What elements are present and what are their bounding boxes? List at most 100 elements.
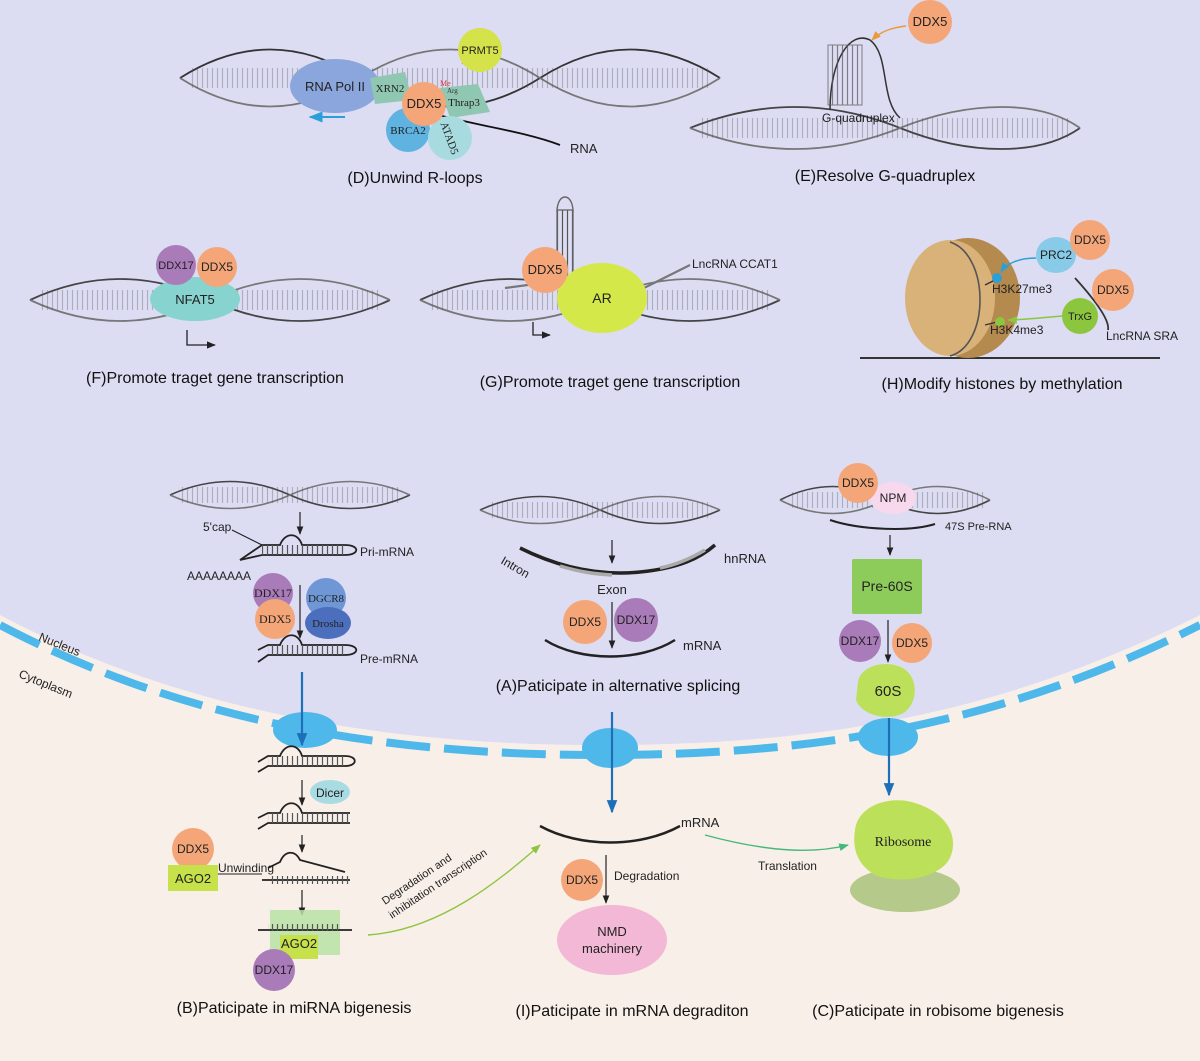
nuclear-pore [273, 712, 337, 748]
thrap3-label: Thrap3 [448, 97, 480, 109]
panel-a-caption: (A)Paticipate in alternative splicing [496, 678, 741, 695]
unwinding-base-pairs [270, 876, 350, 884]
translation-arrow [704, 834, 849, 852]
pri-mrna-loop [344, 544, 358, 556]
ribosome-small-subunit [850, 868, 960, 912]
ddx5-bubble [172, 828, 214, 870]
nfat5-label: NFAT5 [175, 292, 215, 307]
mrna-label: mRNA [683, 638, 722, 653]
methyl-label: Me [440, 79, 451, 88]
ago2-box [168, 865, 218, 891]
ddx17-bubble [253, 949, 295, 991]
panel-b: 5'cap Pri-mRNA AAAAAAAA DDX17 DGCR8 DDX5… [168, 480, 541, 1017]
ddx5-bubble [838, 463, 878, 503]
ddx5-label: DDX5 [842, 476, 874, 490]
ddx5-bubble [561, 859, 603, 901]
tss-arrow [186, 330, 216, 349]
panel-a: Intron hnRNA Exon DDX5 DDX17 mRNA (A)Pat… [479, 495, 766, 814]
hnrna-intron [559, 564, 613, 577]
xrn2-shape [370, 72, 412, 104]
dna-base-pairs [700, 118, 1070, 138]
pre-mirna-loop [344, 755, 356, 767]
ddx5-label: DDX5 [913, 14, 948, 29]
nucleus-background [0, 0, 1200, 745]
brca2-label: BRCA2 [390, 125, 425, 137]
nmd-machinery [557, 905, 667, 975]
hnrna [519, 543, 717, 575]
mrna [539, 824, 681, 844]
mirna-duplex-base-pairs [268, 813, 350, 823]
ddx17-bubble [839, 620, 881, 662]
panel-d-caption: (D)Unwind R-loops [347, 170, 482, 187]
ddx5-label: DDX5 [1074, 233, 1106, 247]
ddx5-label: DDX5 [896, 636, 928, 650]
h3k4-tail [984, 321, 998, 326]
tss-arrow [532, 322, 551, 339]
ribosome-large-subunit [854, 800, 954, 880]
ddx5-bubble [255, 599, 295, 639]
panel-c-caption: (C)Paticipate in robisome bigenesis [812, 1003, 1064, 1020]
pre-mrna-hairpin [257, 634, 345, 651]
panel-b-caption: (B)Paticipate in miRNA bigenesis [177, 1000, 412, 1017]
lncrna-sra [1074, 277, 1109, 331]
dgcr8-label: DGCR8 [308, 593, 345, 605]
drosha-label: Drosha [312, 618, 344, 630]
thrap3-shape [440, 84, 490, 118]
ddx5-label: DDX5 [528, 262, 563, 277]
nmd-label: NMD [597, 924, 627, 939]
mirna-duplex [257, 802, 350, 819]
ddx17-label: DDX17 [841, 634, 880, 648]
mrna-label: mRNA [681, 815, 720, 830]
dna-strand [179, 48, 721, 108]
panel-i-caption: (I)Paticipate in mRNA degraditon [516, 1003, 749, 1020]
trxg-label: TrxG [1068, 311, 1092, 323]
ddx5-label: DDX5 [1097, 283, 1129, 297]
xrn2-label: XRN2 [376, 83, 405, 95]
panel-e-caption: (E)Resolve G-quadruplex [795, 168, 976, 185]
ddx5-bubble [522, 247, 568, 293]
panel-d: RNA Pol II XRN2 PRMT5 Thrap3 BRCA2 ATAD5… [179, 28, 721, 187]
panel-e: DDX5 G-quadruplex (E)Resolve G-quadruple… [689, 0, 1081, 185]
unwinding-strand [267, 851, 346, 873]
g-quadruplex-stack [827, 44, 863, 106]
pri-mrna-hairpin [239, 534, 345, 561]
ddx17-label: DDX17 [158, 260, 193, 272]
dicer-label: Dicer [316, 786, 344, 800]
ddx17-bubble [614, 598, 658, 642]
dicer-bubble [310, 780, 350, 804]
cap-pointer [231, 529, 263, 546]
h3k4me3-label: H3K4me3 [990, 323, 1044, 337]
ddx5-label: DDX5 [566, 873, 598, 887]
nfat5-bubble [150, 277, 240, 321]
prmt5-label: PRMT5 [461, 45, 498, 57]
ddx5-bubble [1070, 220, 1110, 260]
ddx17-label: DDX17 [255, 963, 294, 977]
rna-label: RNA [570, 141, 598, 156]
dna-base-pairs [178, 487, 402, 503]
60s-label: 60S [875, 683, 902, 700]
panel-c: NPM DDX5 47S Pre-RNA Pre-60S DDX17 DDX5 … [779, 463, 1064, 1020]
trxg-bubble [1062, 298, 1098, 334]
ago2-label: AGO2 [281, 936, 317, 951]
prc2-arrow [1000, 257, 1037, 273]
panel-i: mRNA DDX5 Degradation NMD machinery Tran… [516, 815, 849, 1020]
trxg-arrow [1007, 315, 1063, 324]
ddx5-arrow [871, 25, 907, 41]
5cap-label: 5'cap [203, 520, 232, 534]
mrna [544, 638, 676, 658]
panel-f-caption: (F)Promote traget gene transcription [86, 370, 344, 387]
nucleosome-wrap [949, 241, 981, 357]
atad5-bubble [428, 116, 472, 160]
nucleosome-front [905, 240, 995, 356]
ddx5-bubble [197, 247, 237, 287]
degradation-label: Degradation [614, 869, 679, 883]
panel-h: PRC2 DDX5 TrxG DDX5 H3K27me3 H3K4me3 Lnc… [860, 220, 1178, 393]
prmt5-bubble [458, 28, 502, 72]
exon-label: Exon [597, 582, 627, 597]
ddx17-bubble [156, 245, 196, 285]
panel-g: AR DDX5 LncRNA CCAT1 (G)Promote traget g… [419, 196, 781, 391]
rna-pol-ii [290, 59, 380, 113]
prc2-label: PRC2 [1040, 248, 1072, 262]
pre-mrna-label: Pre-mRNA [360, 652, 418, 666]
